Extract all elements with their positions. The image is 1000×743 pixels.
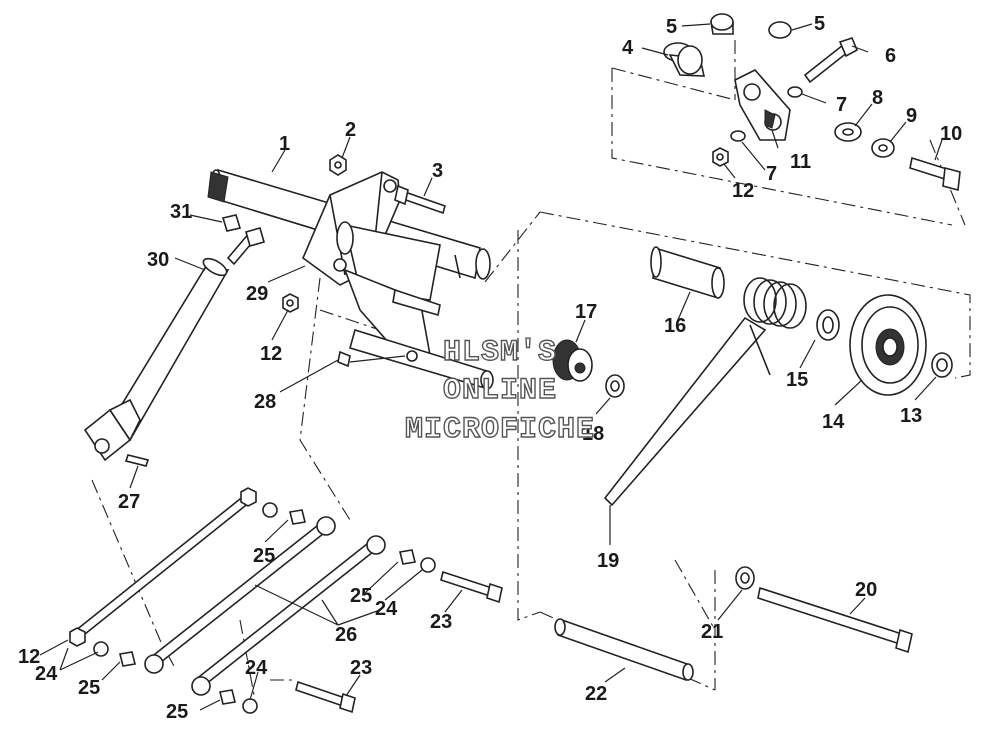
nuts-12-lower — [69, 487, 257, 647]
callout-12-lower: 12 — [18, 646, 40, 668]
washer-7-upper — [787, 86, 803, 98]
shock-absorber — [83, 230, 258, 462]
callout-16: 16 — [664, 315, 686, 337]
bushing-31 — [221, 214, 265, 247]
callout-9: 9 — [906, 105, 917, 127]
callout-3: 3 — [432, 160, 443, 182]
callout-15: 15 — [786, 369, 808, 391]
callout-6: 6 — [885, 45, 896, 67]
idler-wheel — [849, 294, 927, 396]
callout-29: 29 — [246, 283, 268, 305]
callout-23-upper: 23 — [430, 611, 452, 633]
watermark-line-1: HLSM'S — [443, 336, 557, 370]
callout-labels: 1 2 3 4 5 5 6 7 8 9 10 11 12 7 12 13 14 … — [18, 13, 962, 723]
callout-26: 26 — [335, 624, 357, 646]
nut-12-upper — [712, 147, 729, 167]
callout-28: 28 — [254, 391, 276, 413]
leader-lines — [39, 23, 943, 711]
callout-25-left: 25 — [78, 677, 100, 699]
callout-10: 10 — [940, 123, 962, 145]
pivot-bracket — [302, 171, 494, 390]
callout-12-mid: 12 — [260, 343, 282, 365]
watermark-line-2: ONLINE — [443, 374, 557, 408]
pin-27 — [124, 454, 150, 467]
callout-27: 27 — [118, 491, 140, 513]
bushing-13 — [931, 352, 953, 378]
bushing-5-left — [710, 13, 734, 35]
shaft-22 — [554, 618, 694, 682]
bolt-6 — [803, 37, 859, 84]
bolts-23 — [295, 570, 503, 714]
adjuster-17 — [552, 339, 593, 382]
callout-22: 22 — [585, 683, 607, 705]
callout-18: 18 — [582, 423, 604, 445]
callout-17: 17 — [575, 301, 597, 323]
bushing-4 — [663, 42, 706, 77]
callout-25-lower: 25 — [166, 701, 188, 723]
bushings-25 — [119, 509, 416, 705]
bolt-3 — [394, 184, 446, 215]
nut-2 — [329, 154, 347, 176]
washer-8 — [834, 122, 862, 142]
bushing-5-right — [768, 21, 792, 39]
callout-24-mid: 24 — [375, 598, 398, 620]
callout-12-upper: 12 — [732, 180, 754, 202]
torsion-spring — [603, 277, 807, 507]
callout-25-upper: 25 — [253, 545, 275, 567]
callout-4: 4 — [622, 37, 634, 59]
callout-30: 30 — [147, 249, 169, 271]
callout-14: 14 — [822, 411, 845, 433]
bolt-20 — [757, 586, 913, 654]
callout-1: 1 — [279, 133, 290, 155]
nut-12-left — [282, 293, 299, 313]
callout-7-lower: 7 — [766, 163, 777, 185]
washers-24 — [93, 502, 436, 714]
watermark: HLSM'S ONLINE MICROFICHE — [404, 335, 595, 447]
callout-11: 11 — [790, 151, 811, 173]
callout-5-right: 5 — [814, 13, 825, 35]
watermark-line-3: MICROFICHE — [405, 413, 595, 447]
callout-19: 19 — [597, 550, 619, 572]
callout-20: 20 — [855, 579, 877, 601]
callout-31: 31 — [170, 201, 192, 223]
callout-2: 2 — [345, 119, 356, 141]
washer-15 — [816, 309, 840, 341]
callout-21: 21 — [701, 621, 723, 643]
washer-18 — [605, 374, 625, 398]
bushing-16 — [650, 246, 725, 300]
washer-9 — [871, 138, 895, 158]
callout-23-lower: 23 — [350, 657, 372, 679]
callout-25-mid: 25 — [350, 585, 372, 607]
bolt-10 — [909, 156, 961, 192]
washer-21 — [735, 566, 755, 590]
callout-24-left: 24 — [35, 663, 58, 685]
washer-7-lower — [730, 130, 746, 142]
callout-8: 8 — [872, 87, 883, 109]
callout-7-upper: 7 — [836, 94, 847, 116]
grease-fitting-28 — [337, 350, 351, 368]
callout-13: 13 — [900, 405, 922, 427]
callout-5-left: 5 — [666, 16, 677, 38]
rods — [68, 493, 386, 696]
callout-24-lower: 24 — [245, 657, 268, 679]
link-plate — [734, 69, 791, 141]
